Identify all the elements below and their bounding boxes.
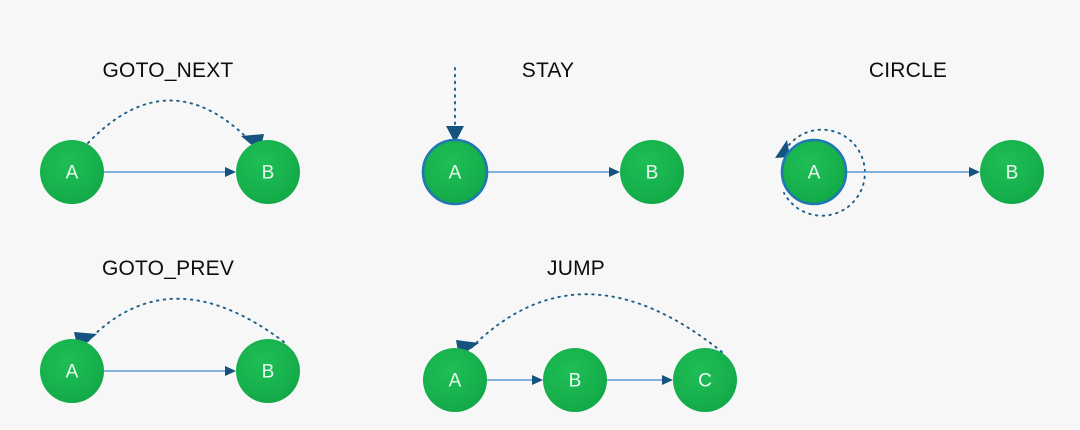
node-a-circle[interactable] [423,348,487,412]
node-a[interactable]: A [421,138,489,206]
dotted-arc-b-to-a [87,297,285,343]
node-a-label: A [449,371,462,392]
node-a-circle[interactable] [780,138,848,206]
panel-goto-next: GOTO_NEXT A B [40,59,300,204]
dotted-self-loop-a [783,128,866,217]
node-b-label: B [1006,163,1019,184]
node-a-label: A [66,362,79,383]
node-b[interactable]: B [980,140,1044,204]
arrowhead-edge-b [225,366,236,376]
panel-goto-prev: GOTO_PREV A B [40,257,300,403]
node-a-label: A [808,163,821,184]
node-b-label: B [646,163,659,184]
arrowhead-edge-b [969,167,980,177]
node-a-label: A [66,163,79,184]
panel-title-jump: JUMP [547,257,605,280]
node-a[interactable]: A [40,339,104,403]
node-c-circle[interactable] [673,348,737,412]
node-b-label: B [262,362,275,383]
node-a-circle[interactable] [40,140,104,204]
panel-title-circle: CIRCLE [869,59,947,82]
node-a-circle[interactable] [421,138,489,206]
node-b[interactable]: B [620,140,684,204]
panel-jump: JUMP A B C [423,257,737,412]
node-b[interactable]: B [236,339,300,403]
node-b-circle[interactable] [236,140,300,204]
panel-title-stay: STAY [522,59,575,82]
node-b-label: B [569,371,582,392]
node-c-label: C [698,371,712,392]
arrowhead-drop-a [446,126,464,143]
arrowhead-edge-b [532,375,543,385]
node-b[interactable]: B [236,140,300,204]
arrowhead-edge-b [609,167,620,177]
node-a[interactable]: A [780,138,848,206]
panel-title-goto-next: GOTO_NEXT [103,59,234,82]
node-a-label: A [449,163,462,184]
arrowhead-edge-b [225,167,236,177]
dotted-arc-a-to-b [87,99,253,144]
arrowhead-self-loop-a [775,140,790,158]
panel-title-goto-prev: GOTO_PREV [102,257,234,280]
arrowhead-edge-c [662,375,673,385]
node-c[interactable]: C [673,348,737,412]
panel-stay: STAY A B [421,59,684,206]
node-b-circle[interactable] [980,140,1044,204]
node-b-label: B [262,163,275,184]
node-a-circle[interactable] [40,339,104,403]
dotted-arc-c-to-a [469,293,723,353]
node-a[interactable]: A [423,348,487,412]
node-b-circle[interactable] [236,339,300,403]
node-b[interactable]: B [543,348,607,412]
panel-circle: CIRCLE A B [775,59,1044,217]
node-b-circle[interactable] [620,140,684,204]
node-b-circle[interactable] [543,348,607,412]
node-a[interactable]: A [40,140,104,204]
